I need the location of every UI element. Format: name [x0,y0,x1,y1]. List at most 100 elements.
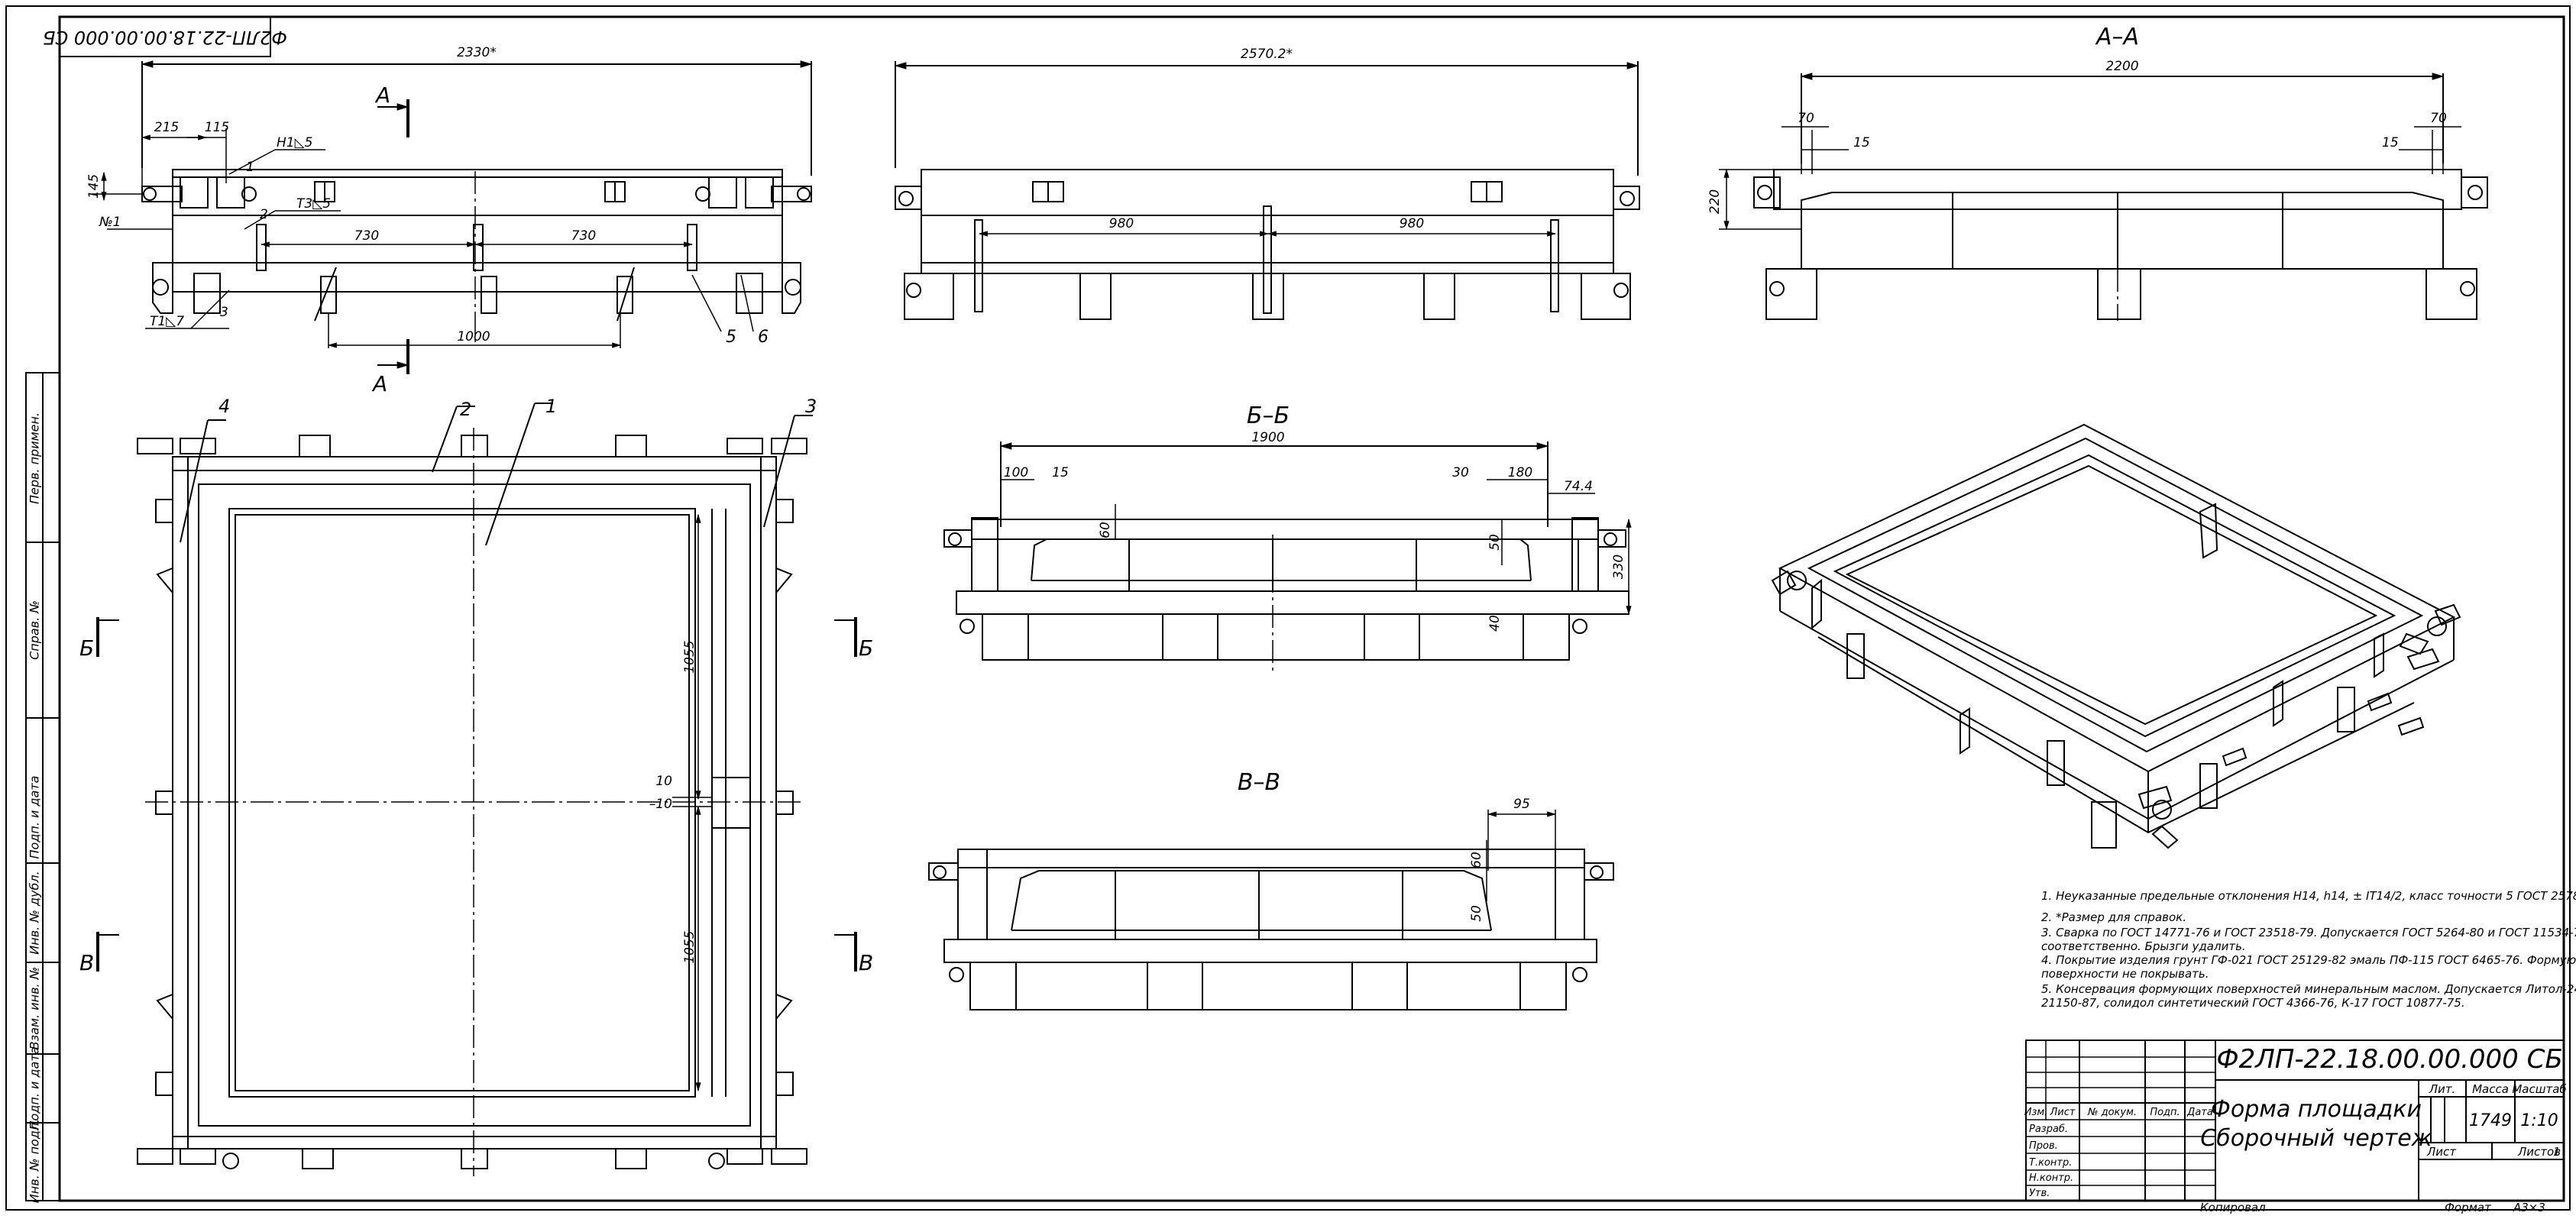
strip-cell-1: Перв. примен. [28,412,42,504]
plan-leader-1: 1 [545,396,557,417]
strip-cell-4: Инв. № дубл. [28,871,42,954]
dim-115: 115 [205,120,229,135]
tb-col-sign: Подп. [2150,1107,2180,1118]
section-a-top: А [374,82,390,108]
tb-scale: 1:10 [2520,1111,2558,1130]
footer-format-value: А3×3 [2513,1201,2545,1214]
dim-2200: 2200 [2105,59,2138,74]
view-top [92,60,813,374]
note-3b: соответственно. Брызги удалить. [2041,939,2246,953]
section-v-left: В [79,950,94,975]
tb-role-6: Утв. [2029,1188,2050,1199]
view-aa-labels: А–А 2200 70 70 15 15 220 [1707,24,2447,214]
title-aa: А–А [2095,24,2139,50]
tb-sheets-label: Листов [2517,1145,2561,1159]
tb-role-5: Н.контр. [2029,1172,2073,1184]
dim-2570: 2570.2* [1241,47,1293,62]
view-vv-labels: В–В 95 60 50 [1238,769,1530,922]
tb-sheets-value: 1 [2553,1145,2561,1159]
view-isometric [1771,423,2461,849]
title-vv: В–В [1238,769,1280,796]
weld-t1: Т1◺7 [150,314,184,329]
top-stamp-text: Ф2ЛП-22.18.00.00.000 СБ [43,27,287,48]
dim-215: 215 [154,120,179,135]
footer-format-label: Формат [2445,1201,2492,1214]
tb-col-izm: Изм. [2024,1107,2048,1118]
view-bb [943,441,1632,672]
dim-145: 145 [86,174,102,199]
weld-mark-1: 1 [246,160,254,175]
dim-50-vv: 50 [1469,905,1484,922]
view-top-labels: 2330* 215 115 145 730 730 1000 Н1◺5 Т3◺5… [86,45,769,396]
view-plan-labels: 1 2 3 4 1055 1055 10 –10 Б Б В В [79,396,873,975]
title-bb: Б–Б [1247,403,1290,429]
plan-leader-4: 4 [218,396,230,417]
note-5: 5. Консервация формующих поверхностей ми… [2041,982,2576,996]
plan-leader-3: 3 [805,396,817,417]
weld-mark-3: 3 [220,305,228,320]
weld-h1: Н1◺5 [277,135,313,150]
strip-cell-3: Подп. и дата [28,776,42,859]
title-block [2025,1040,2565,1201]
dim-70-right: 70 [2430,111,2447,126]
dim-60-vv: 60 [1469,852,1484,868]
dim-10: 10 [655,774,672,789]
tb-role-1: Разраб. [2029,1124,2068,1135]
dim-730-left: 730 [354,228,379,244]
dim-15: 15 [1052,465,1069,480]
view-bb-labels: Б–Б 1900 100 15 30 180 74.4 60 50 40 330 [1004,403,1626,632]
dim-980-right: 980 [1400,216,1424,231]
dim-70-left: 70 [1798,111,1814,126]
note-1: 1. Неуказанные предельные отклонения Н14… [2041,889,2576,903]
footer: Копировал Формат А3×3 [2200,1201,2545,1214]
plan-leader-2: 2 [460,399,471,420]
strip-cell-2: Справ. № [28,600,42,660]
dim-minus10: –10 [649,797,672,812]
tb-role-2: Пров. [2029,1140,2058,1152]
tb-mass-label: Масса [2472,1082,2509,1096]
view-front-labels: 2570.2* 980 980 [1109,47,1424,231]
weld-t3: Т3◺5 [296,196,331,212]
dim-30: 30 [1452,465,1469,480]
strip-cell-7: Инв. № подл. [28,1119,42,1203]
weld-mark-2: 2 [260,207,268,222]
dim-330: 330 [1611,555,1626,579]
tb-name-2: Сборочный чертеж [2200,1125,2432,1152]
dim-730-right: 730 [571,228,596,244]
note-5b: 21150-87, солидол синтетический ГОСТ 436… [2041,996,2465,1010]
technical-notes: 1. Неуказанные предельные отклонения Н14… [2041,889,2576,1010]
tb-name-1: Форма площадки [2211,1096,2422,1123]
view-front [894,61,1640,320]
dim-60-bb: 60 [1098,522,1113,538]
dim-180: 180 [1508,465,1532,480]
tb-role-3: Т.контр. [2029,1157,2072,1169]
weld-note-n1: №1 [99,215,121,230]
dim-95: 95 [1513,797,1530,812]
dim-1900: 1900 [1251,430,1284,445]
dim-1055-bottom: 1055 [682,930,697,963]
section-b-right: Б [859,635,873,661]
dim-74: 74.4 [1564,479,1593,494]
tb-col-list: Лист [2050,1107,2076,1118]
dim-1055-top: 1055 [682,640,697,673]
dim-1000: 1000 [457,329,490,344]
outer-border [5,5,2571,1211]
leader-6: 6 [758,328,769,347]
dim-980-left: 980 [1109,216,1134,231]
section-b-left: Б [79,635,94,661]
dim-40-bb: 40 [1487,615,1503,632]
top-stamp: Ф2ЛП-22.18.00.00.000 СБ [43,16,287,57]
tb-col-doc: № докум. [2087,1107,2137,1118]
note-4b: поверхности не покрывать. [2041,967,2209,981]
note-4: 4. Покрытие изделия грунт ГФ-021 ГОСТ 25… [2041,953,2576,967]
view-plan [96,403,857,1176]
dim-2330: 2330* [457,45,497,60]
tb-designation: Ф2ЛП-22.18.00.00.000 СБ [2216,1044,2562,1075]
dim-220: 220 [1707,189,1723,214]
strip-cell-6: Подп. и дата [28,1047,42,1130]
tb-lit-label: Лит. [2429,1082,2456,1096]
strip-cell-5: Взам. инв. № [28,967,42,1050]
note-3: 3. Сварка по ГОСТ 14771-76 и ГОСТ 23518-… [2041,926,2576,939]
